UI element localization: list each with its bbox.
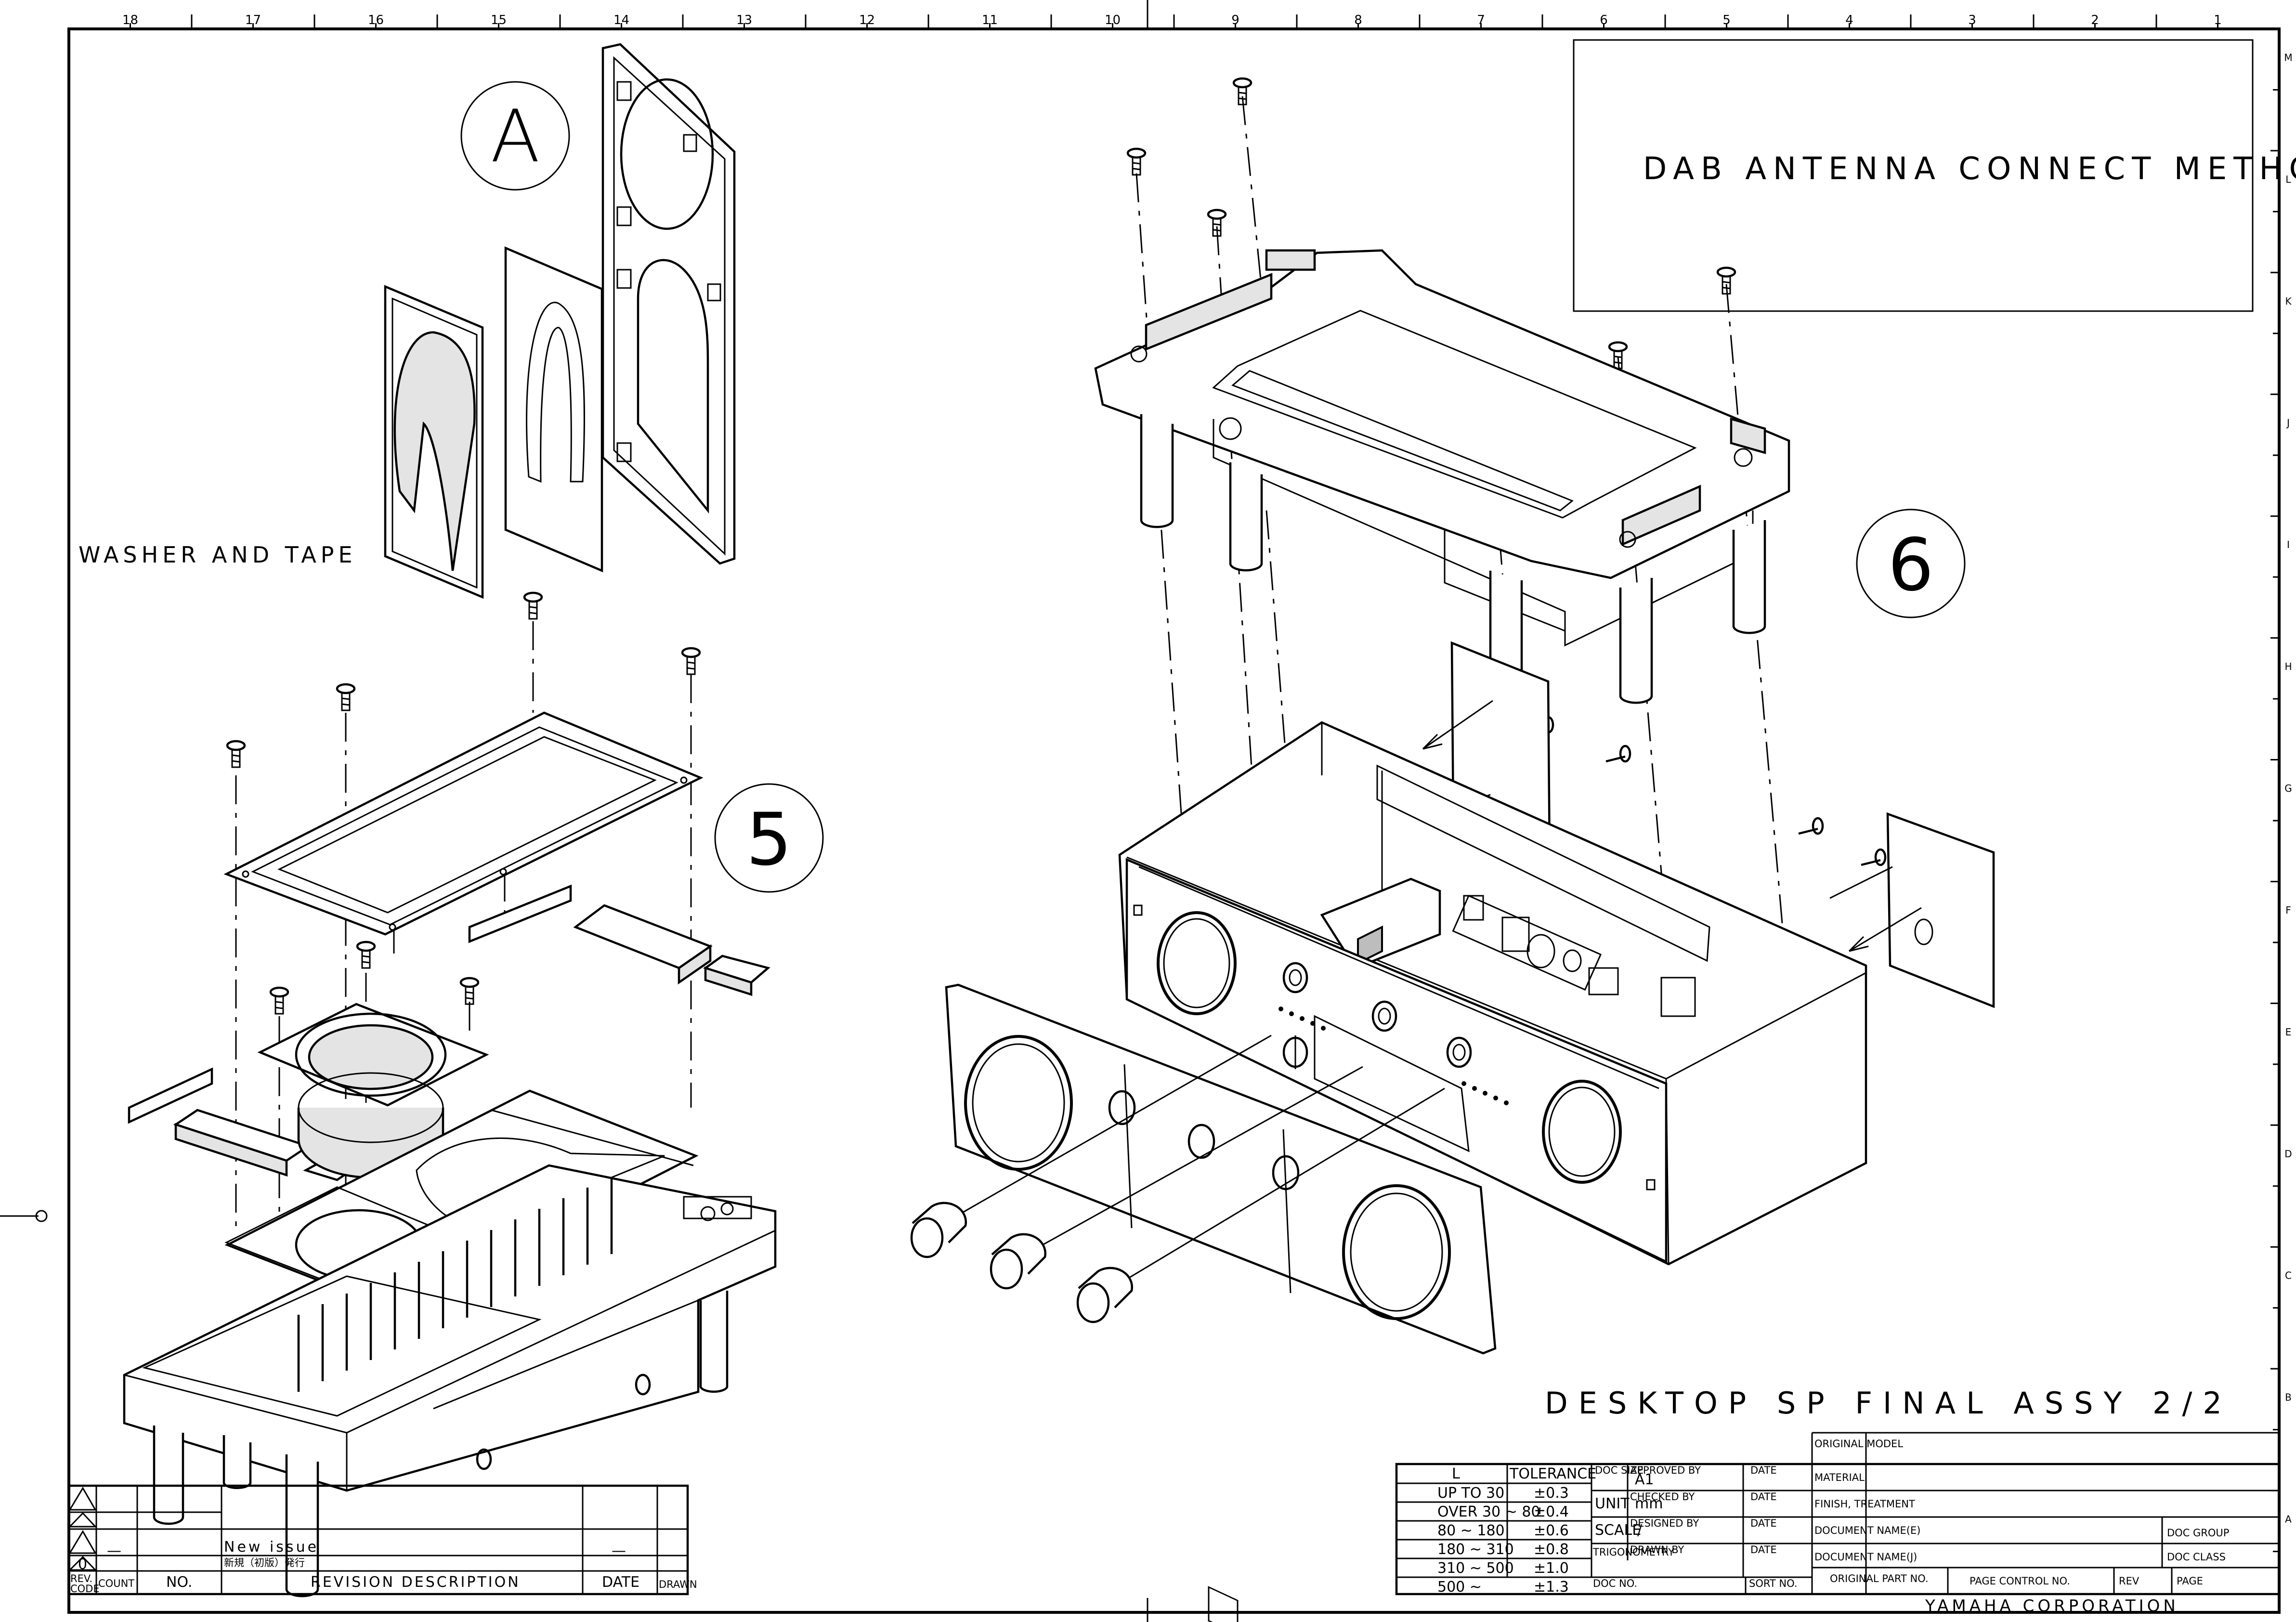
rev-code-header-2: CODE [70,1583,100,1595]
approved-by-label: APPROVED BY [1630,1465,1701,1476]
revision-entry-jp: 新規（初版）発行 [224,1557,305,1569]
row-label: A [2285,1514,2292,1525]
row-label: D [2284,1148,2292,1160]
column-label: 8 [1354,13,1362,27]
doc-group-label: DOC GROUP [2167,1527,2229,1539]
finish-label: FINISH, TREATMENT [1814,1498,1915,1510]
row-label: E [2285,1026,2292,1038]
row-label: K [2285,295,2292,307]
drawn-by-label: DRAWN BY [1630,1544,1684,1556]
row-label: J [2286,417,2290,429]
tol-header-tolerance: TOLERANCE [1509,1465,1596,1482]
left-assembly-step-5 [123,591,777,1597]
tolerance-range: 80 ~ 180 [1437,1522,1505,1539]
original-model-label: ORIGINAL MODEL [1814,1438,1903,1450]
date-header: DATE [602,1574,639,1591]
tolerance-range: UP TO 30 [1437,1485,1504,1502]
scale-value: / [1637,1522,1643,1539]
scale-label: SCALE [1595,1522,1641,1539]
doc-size-label: DOC SIZE [1595,1465,1644,1476]
column-label: 5 [1722,13,1731,27]
column-label: 6 [1600,13,1608,27]
column-label: 3 [1968,13,1976,27]
designed-by-label: DESIGNED BY [1630,1517,1699,1529]
sort-no-label: SORT NO. [1749,1578,1798,1589]
balloon-step-5: 5 [714,783,824,893]
balloon-6-text: 6 [1888,523,1933,607]
column-label: 9 [1231,13,1239,27]
date-label-1: DATE [1750,1465,1777,1476]
doc-name-e-label: DOCUMENT NAME(E) [1814,1525,1920,1536]
page-label: PAGE [2177,1575,2203,1587]
row-label: H [2284,661,2292,672]
unit-label: UNIT [1595,1495,1630,1512]
date-label-3: DATE [1750,1517,1777,1529]
revision-entry: New issue [224,1539,319,1556]
right-assembly-step-6 [910,77,1995,1622]
row-ruler: M L K J I H G F E D C B A [2270,28,2293,1553]
tol-header-l: L [1452,1465,1460,1482]
page-control-no-label: PAGE CONTROL NO. [1970,1575,2070,1587]
tolerance-value: ±0.6 [1534,1522,1569,1539]
date-label-2: DATE [1750,1491,1777,1503]
row-label: L [2285,173,2291,185]
count-header: COUNT [98,1578,134,1589]
column-label: 1 [2214,13,2222,27]
revision-block: 0 — New issue 新規（初版）発行 — REV. CODE COUNT… [67,1484,697,1596]
unit-value: mm [1635,1495,1663,1512]
checked-by-label: CHECKED BY [1630,1491,1695,1503]
column-label: 4 [1845,13,1853,27]
tolerance-value: ±0.8 [1534,1541,1569,1558]
row-label: G [2284,783,2292,794]
row-label: F [2285,904,2291,916]
material-label: MATERIAL [1814,1472,1865,1483]
tolerance-range: 180 ~ 310 [1437,1541,1514,1558]
revision-count: — [107,1543,121,1559]
revision-symbol: 0 [78,1556,87,1573]
original-part-no-label: ORIGINAL PART NO. [1830,1573,1929,1584]
header-title-box: DAB ANTENNA CONNECT METHOD [1573,39,2296,312]
tolerance-range: 310 ~ 500 [1437,1560,1514,1577]
row-label: M [2284,52,2292,63]
date-label-4: DATE [1750,1544,1777,1556]
doc-class-label: DOC CLASS [2167,1551,2226,1563]
tolerance-range: 500 ~ [1437,1579,1482,1596]
tolerance-range: OVER 30 ~ 80 [1437,1504,1540,1520]
row-label: B [2285,1392,2292,1403]
doc-size-value: A1 [1635,1471,1654,1488]
tolerance-value: ±0.4 [1534,1504,1569,1520]
detail-a-parts [384,43,736,599]
company-name: YAMAHA CORPORATION [1925,1596,2179,1616]
balloon-step-6: 6 [1856,509,1966,618]
rev-label: REV [2119,1575,2139,1587]
column-label: 7 [1477,13,1485,27]
doc-no-label: DOC NO. [1593,1578,1637,1589]
projection-label: TRIGONOMETRY [1592,1546,1674,1558]
tolerance-value: ±1.0 [1534,1560,1569,1577]
description-header: REVISION DESCRIPTION [311,1574,521,1591]
no-header: NO. [166,1574,192,1591]
balloon-detail-a: A [460,81,570,191]
column-label: 2 [2091,13,2099,27]
tolerance-value: ±1.3 [1534,1579,1569,1596]
drawn-header: DRAWN [659,1579,697,1590]
row-label: C [2285,1270,2292,1282]
tolerance-value: ±0.3 [1534,1485,1569,1502]
balloon-5-text: 5 [746,798,792,882]
doc-name-j-label: DOCUMENT NAME(J) [1814,1551,1917,1563]
assembly-title: DESKTOP SP FINAL ASSY 2/2 [1545,1386,2232,1421]
revision-date: — [612,1543,626,1559]
row-label: I [2287,539,2290,550]
header-title: DAB ANTENNA CONNECT METHOD [1643,151,2296,187]
balloon-a-text: A [491,95,540,179]
washer-tape-label: WASHER AND TAPE [78,542,357,568]
rev-code-header-1: REV. [70,1573,92,1584]
